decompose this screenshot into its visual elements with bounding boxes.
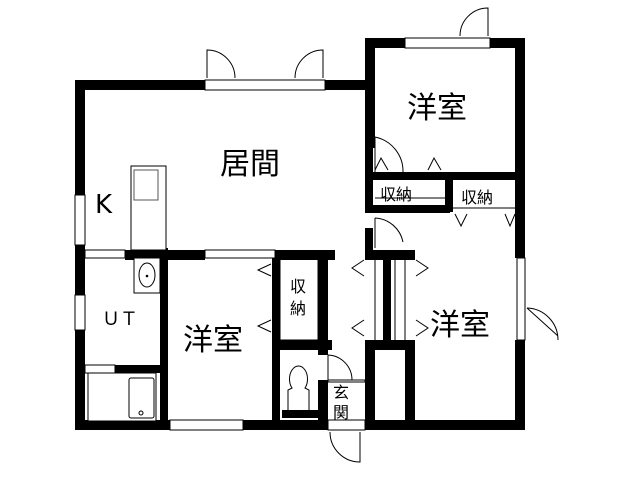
toilet-icon bbox=[287, 365, 310, 410]
walls bbox=[75, 38, 525, 430]
door-swing-icon bbox=[374, 136, 404, 173]
closet-c-label-top: 収 bbox=[290, 277, 306, 296]
door-swing-icon bbox=[459, 7, 489, 37]
closet-b-label: 収納 bbox=[461, 188, 493, 207]
stove-icon bbox=[133, 169, 159, 201]
utility-label: ＵＴ bbox=[102, 309, 138, 330]
door-swing-icon bbox=[329, 431, 361, 463]
bedroom-ne-label: 洋室 bbox=[407, 91, 467, 126]
closet-door-markers bbox=[256, 156, 516, 337]
door-swing-icon bbox=[327, 354, 353, 381]
door-swing-icon bbox=[526, 307, 559, 341]
room-labels: 居間 K 洋室 収納 収納 ＵＴ 洋室 収 納 洋室 玄 関 bbox=[95, 91, 493, 422]
fixtures bbox=[87, 165, 310, 422]
door-swing-icon bbox=[294, 49, 324, 79]
windows bbox=[74, 37, 526, 431]
door-swing-icon bbox=[374, 217, 404, 248]
closet-a-label: 収納 bbox=[380, 185, 412, 204]
doors bbox=[206, 7, 559, 463]
entrance-label-bottom: 関 bbox=[333, 403, 349, 422]
closet-c-label-bottom: 納 bbox=[290, 299, 306, 318]
entrance-label-top: 玄 bbox=[333, 383, 349, 402]
bedroom-sw-label: 洋室 bbox=[183, 323, 243, 358]
kitchen-label: K bbox=[95, 190, 113, 220]
door-swing-icon bbox=[206, 49, 236, 79]
bedroom-se-label: 洋室 bbox=[430, 308, 490, 343]
closet-shelves bbox=[279, 197, 515, 341]
living-room-label: 居間 bbox=[220, 147, 280, 182]
